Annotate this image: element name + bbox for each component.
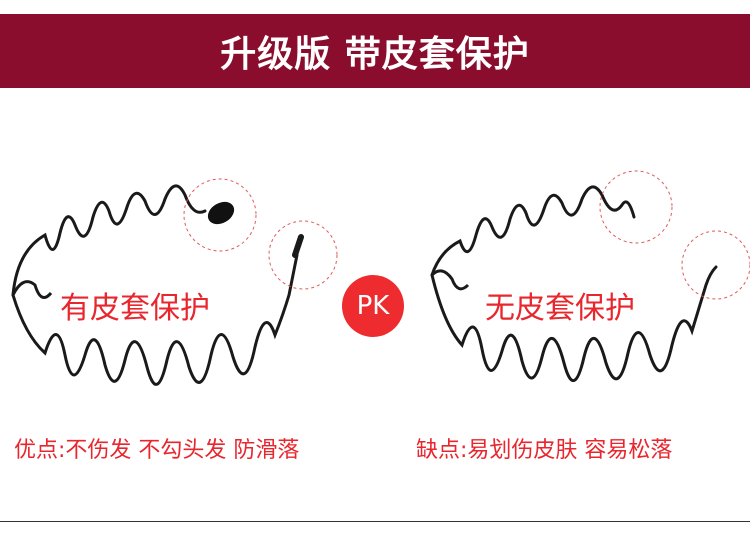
title-banner: 升级版 带皮套保护 — [0, 14, 750, 88]
wavy-headband-with-caps-icon — [11, 178, 338, 386]
product-without-cap: 无皮套保护 — [420, 155, 750, 425]
disadvantages-caption: 缺点:易划伤皮肤 容易松落 — [416, 438, 673, 463]
pk-badge: PK — [342, 275, 404, 337]
wavy-headband-bare-ends-icon — [430, 170, 750, 382]
pk-text: PK — [356, 291, 390, 321]
product-label-with-cap: 有皮套保护 — [60, 291, 210, 326]
product-label-without-cap: 无皮套保护 — [485, 291, 635, 326]
product-with-cap: 有皮套保护 — [5, 155, 345, 425]
banner-title: 升级版 带皮套保护 — [220, 34, 530, 75]
advantages-caption: 优点:不伤发 不勾头发 防滑落 — [14, 438, 300, 463]
bottom-divider — [0, 521, 750, 522]
